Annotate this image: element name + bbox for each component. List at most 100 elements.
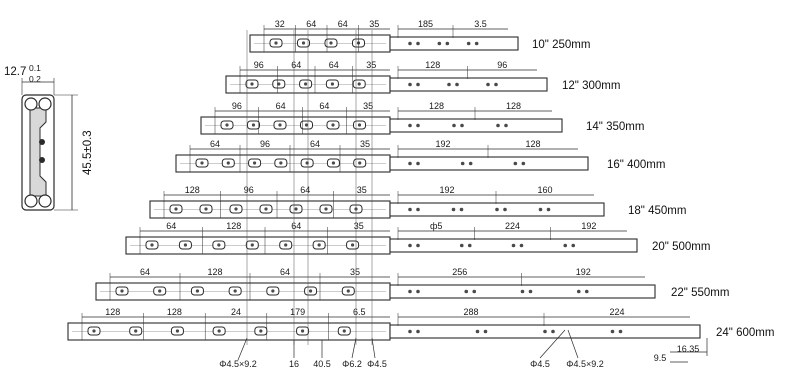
profile-bearing-top-right [38,97,52,111]
rail-hole [546,207,551,212]
rail-hole [467,243,472,248]
profile-inner-channel [29,107,47,197]
rail-hole [495,207,499,212]
rail-left-dim-value: 64 [300,185,310,195]
rail-size-label: 20" 500mm [652,241,710,253]
rail-right-dim-value: 185 [418,19,433,29]
rail-left-dim-value: 64 [166,221,176,231]
rail-left-dim-value: 35 [354,221,364,231]
rail-left-dim-value: 96 [254,60,264,70]
rail-right-dim-value: 128 [425,60,440,70]
rail-right-dim-value: 128 [525,139,540,149]
rail-slot-hole [350,243,355,247]
rail-left-dim-value: 64 [319,101,329,111]
rail-slot-hole [183,243,188,247]
rail-slot-hole [92,329,96,333]
rail-left-dim-value: 128 [105,307,120,317]
cross-section-profile: 12.7 0.1 0.2 45.5±0.3 [4,63,94,211]
rail-hole [408,161,412,166]
rail-hole [496,123,500,128]
rail-hole [445,41,450,46]
rail-left-dim-value: 35 [357,185,367,195]
rail-slot-hole [271,289,275,293]
rail-hole [511,243,516,248]
rail-hole [416,161,420,166]
rail-slot-hole [204,207,208,211]
rail-hole [563,243,568,248]
rail-size-label: 24" 600mm [716,327,774,339]
rail-hole [503,207,507,212]
rail-hole [416,41,420,46]
rail-slot-hole [225,123,229,127]
rail-slot-hole [250,82,254,86]
rail-left-dim-value: 128 [167,307,182,317]
callout-slot-right: Φ4.5×9.2 [566,359,603,369]
rail-slot-hole [274,41,278,45]
rail-hole [451,207,456,212]
rail-hole [610,329,615,334]
rail-size-label: 22" 550mm [671,287,729,299]
rail-slot-hole [305,161,309,165]
rail-hole [468,161,473,166]
rail-slot-hole [317,243,321,247]
rail-hole [528,289,533,294]
rail-slot-hole [120,289,124,293]
rail-right-dim-value: 96 [497,60,507,70]
rail-slot-hole [217,243,221,247]
rail-hole [576,289,581,294]
rail-left-dim-value: 35 [360,139,370,149]
rail-hole [483,329,488,334]
rail-hole [464,289,469,294]
rail-hole [455,82,459,87]
profile-bearing-top-left [24,97,38,111]
rail-hole [460,123,464,128]
rail-right-dim-value: 288 [463,307,478,317]
rail-right-dim-value: 192 [576,267,591,277]
rail-left-dim-value: 64 [276,101,286,111]
rail-hole [519,243,524,248]
rail-hole [486,82,490,87]
rail-inner-member [389,118,563,133]
callout-phi-6-2: Φ6.2 [342,359,362,369]
rail-hole [494,82,498,87]
rail-hole [416,243,420,248]
rail-left-dim-value: 35 [369,19,379,29]
rail-right-dim-value: 192 [581,221,596,231]
rail-slot-hole [329,41,333,45]
profile-bearing-bottom-left [24,194,38,208]
rail-slot-hole [308,289,313,293]
rail-left-dim-value: 128 [185,185,200,195]
leader-phi-4-5-b [539,329,566,359]
rail-slot-hole [324,207,328,211]
rail-slot-hole [278,123,282,127]
callout-16-35: 16.35 [677,344,700,354]
rail-hole [460,161,465,166]
rail-slot-hole [234,207,238,211]
rail-right-dim-value: 160 [537,185,552,195]
rail-left-dim-value: 35 [366,60,376,70]
profile-ball-mid-1 [39,139,45,145]
rail-hole [447,82,451,87]
rail-left-dim-value: 35 [363,101,373,111]
rail-slot-hole [134,329,138,333]
rail-slot-hole [342,329,346,333]
rail-left-dim-value: 96 [244,185,254,195]
rail-slot-hole [175,329,180,333]
rail-right-dim-value: 192 [439,185,454,195]
rail-hole [416,289,420,294]
rail-slot-hole [277,82,281,86]
rail-slot-hole [358,161,362,165]
profile-width-tol-lower: 0.2 [29,74,41,84]
rail-slot-hole [259,329,263,333]
rail-inner-member [389,156,589,171]
rail-hole [408,207,412,212]
rail-slot-hole [346,289,350,293]
rail-hole [475,329,480,334]
